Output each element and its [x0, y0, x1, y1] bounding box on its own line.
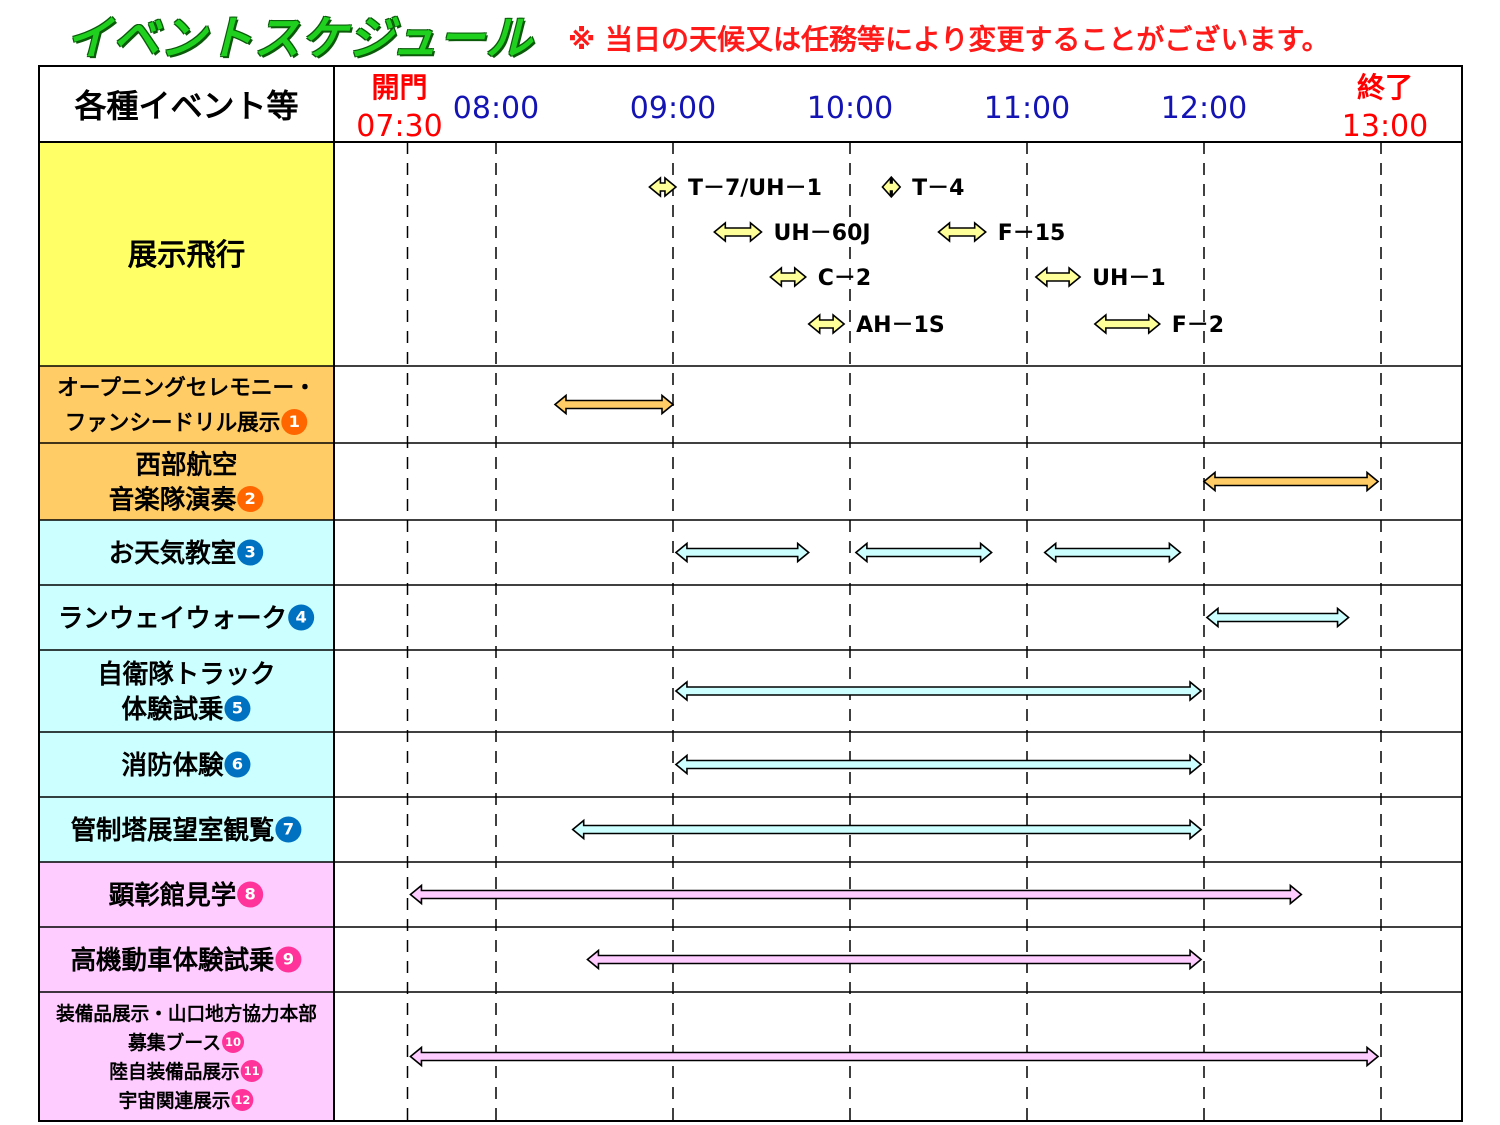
event-span-arrow: [1205, 606, 1350, 629]
number-badge: [240, 1060, 263, 1082]
event-span-arrow: [409, 883, 1303, 906]
flight-arrow: [1093, 313, 1162, 335]
row-label-bg: [39, 585, 334, 650]
flight-arrow: [713, 221, 763, 243]
page-title: イベントスケジュール: [66, 11, 533, 65]
row-label: 装備品展示・山口地方協力本部: [55, 1002, 317, 1025]
header-time: 13:00: [1342, 109, 1428, 144]
row-label: 高機動車体験試乗: [71, 945, 275, 976]
number-badge: [281, 409, 308, 435]
flight-arrow: [769, 266, 808, 288]
row-label-bg: [39, 443, 334, 520]
number-badge-text: 6: [232, 754, 243, 773]
row-label: ファンシードリル展示: [65, 411, 281, 436]
flight-name: F－15: [998, 221, 1066, 246]
header-label: 各種イベント等: [74, 87, 298, 125]
header-time: 07:30: [356, 109, 442, 144]
number-badge-text: 5: [232, 698, 243, 717]
flight-arrow: [881, 175, 902, 199]
row-label: ランウェイウォーク: [58, 604, 287, 634]
row-label: 体験試乗: [122, 694, 224, 725]
event-span-arrow: [1043, 541, 1182, 564]
row-label: 展示飛行: [128, 238, 246, 273]
row-label-bg: [39, 142, 334, 366]
notice-text: ※ 当日の天候又は任務等により変更することがございます。: [568, 23, 1330, 56]
row-label: 宇宙関連展示: [119, 1089, 231, 1112]
number-badge-text: 11: [244, 1064, 260, 1078]
number-badge: [275, 816, 302, 843]
number-badge-text: 2: [245, 489, 256, 508]
flight-arrow: [807, 313, 846, 335]
flight-name: UH－60J: [774, 221, 871, 246]
row-label-bg: [39, 862, 334, 927]
row-label: 陸自装備品展示: [109, 1060, 239, 1083]
flight-name: T－7/UH－1: [688, 176, 822, 201]
number-badge: [222, 1031, 245, 1053]
number-badge: [237, 486, 264, 512]
header-time: 09:00: [630, 91, 716, 126]
table-border: [38, 65, 1463, 1122]
number-badge: [288, 604, 315, 631]
number-badge-text: 9: [283, 949, 294, 968]
number-badge-text: 3: [245, 542, 256, 561]
event-span-arrow: [674, 753, 1203, 776]
number-badge-text: 7: [283, 819, 294, 838]
row-label-bg: [39, 732, 334, 797]
event-span-arrow: [854, 541, 993, 564]
number-badge-text: 12: [234, 1093, 250, 1107]
number-badge: [237, 881, 264, 908]
number-badge: [237, 539, 264, 566]
flight-name: F－2: [1172, 313, 1224, 338]
header-time: 11:00: [984, 91, 1070, 126]
number-badge: [275, 946, 302, 973]
header-time: 10:00: [807, 91, 893, 126]
row-label: 自衛隊トラック: [97, 659, 275, 690]
row-label-bg: [39, 992, 334, 1121]
flight-arrow: [1034, 266, 1082, 288]
event-span-arrow: [571, 818, 1203, 841]
header-time: 12:00: [1161, 91, 1247, 126]
row-label-bg: [39, 520, 334, 585]
flight-name: UH－1: [1092, 266, 1166, 291]
row-label: 管制塔展望室観覧: [71, 815, 275, 846]
number-badge-text: 8: [245, 884, 256, 903]
flight-name: C－2: [818, 266, 871, 291]
event-span-arrow: [1202, 470, 1380, 493]
event-span-arrow: [409, 1045, 1380, 1068]
row-label: オープニングセレモニー・: [57, 375, 316, 401]
number-badge-text: 1: [289, 412, 300, 431]
event-span-arrow: [586, 948, 1203, 971]
number-badge: [231, 1089, 254, 1111]
number-badge: [224, 751, 251, 778]
row-label-bg: [39, 650, 334, 732]
row-label: 消防体験: [122, 751, 225, 781]
header-time: 08:00: [453, 91, 539, 126]
flight-name: T－4: [912, 176, 964, 201]
row-label: 西部航空: [136, 449, 238, 480]
row-label: お天気教室: [109, 538, 236, 569]
event-span-arrow: [674, 541, 810, 564]
flight-arrow: [937, 221, 987, 243]
number-badge: [224, 695, 251, 722]
header-time-label: 開門: [371, 71, 427, 104]
flight-name: AH－1S: [856, 313, 945, 338]
flight-arrow: [648, 176, 678, 198]
row-label: 募集ブース: [127, 1031, 221, 1054]
header-time-label: 終了: [1357, 71, 1413, 104]
row-label: 音楽隊演奏: [109, 484, 237, 515]
number-badge-text: 10: [225, 1035, 241, 1049]
event-span-arrow: [553, 393, 675, 416]
number-badge-text: 4: [296, 607, 307, 626]
event-span-arrow: [674, 680, 1203, 702]
row-label: 顕彰館見学: [109, 880, 236, 911]
